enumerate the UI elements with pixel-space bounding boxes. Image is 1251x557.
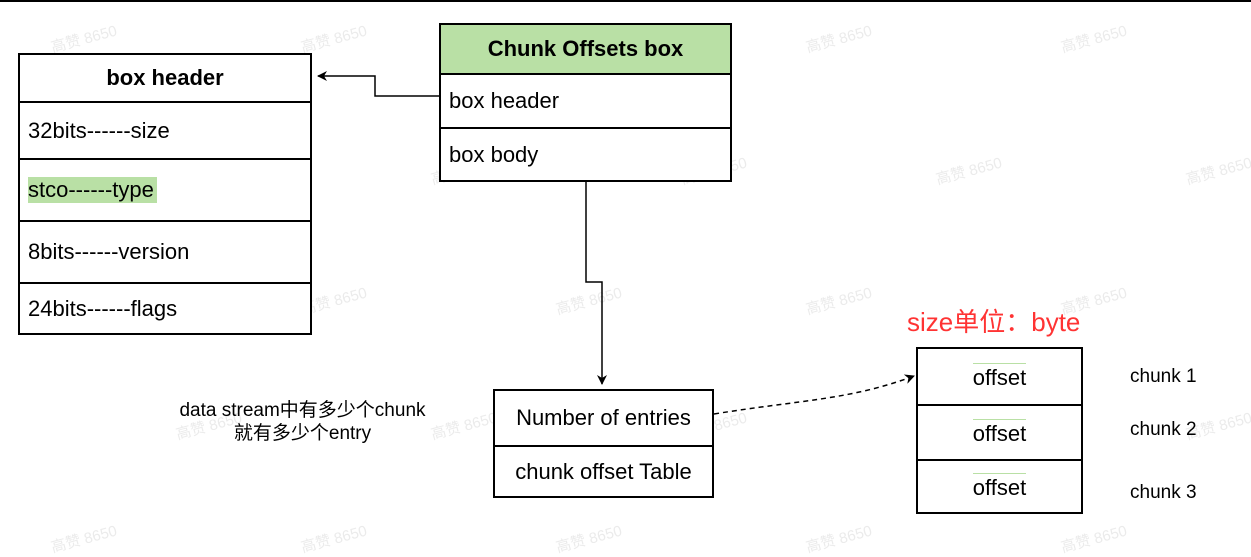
offset-text-3: offset (972, 472, 1027, 500)
offset-row-2: offset (918, 404, 1081, 459)
box-header-title: box header (20, 55, 310, 101)
offset-text-2: offset (972, 418, 1027, 446)
chunk-offsets-box-body-text: box body (449, 141, 539, 167)
chunk-offsets-box-header-row: box header (441, 73, 730, 127)
chunk-offset-table-row: chunk offset Table (495, 445, 712, 496)
chunk-offsets-box-body-row: box body (441, 127, 730, 180)
body-entries-box: Number of entries chunk offset Table (493, 389, 714, 498)
offset-row-3: offset (918, 459, 1081, 512)
offset-row-1: offset (918, 349, 1081, 404)
box-header-size-text: 32bits------size (28, 117, 170, 143)
chunk-offsets-box-header-text: box header (449, 88, 560, 113)
size-unit-label: size单位：byte (907, 307, 1081, 337)
chunk-label-3: chunk 3 (1130, 482, 1197, 503)
chunk-label-1: chunk 1 (1130, 366, 1197, 387)
entry-note-line1: data stream中有多少个chunk (179, 400, 426, 421)
arrow-to-offset-table (713, 374, 915, 415)
chunk-offsets-box: Chunk Offsets box box header box body (439, 23, 732, 182)
offset-text-1: offset (972, 362, 1027, 390)
box-header-flags-text: 24bits------flags (28, 295, 178, 321)
chunk-offsets-box-title-text: Chunk Offsets box (487, 36, 684, 61)
box-header-title-text: box header (106, 65, 224, 90)
chunk-offsets-box-title: Chunk Offsets box (441, 25, 730, 73)
box-header-version-text: 8bits------version (28, 239, 190, 264)
arrow-to-box-header (317, 71, 439, 97)
box-header-row-version: 8bits------version (20, 220, 310, 282)
chunk-offset-table-text: chunk offset Table (515, 458, 692, 484)
arrow-to-body (585, 182, 607, 385)
box-header-table: box header 32bits------size stco------ty… (18, 53, 312, 335)
entry-note-line2: 就有多少个entry (233, 423, 372, 444)
top-border-line (0, 0, 1251, 2)
box-header-row-type: stco------type (20, 158, 310, 220)
box-header-row-flags: 24bits------flags (20, 282, 310, 333)
box-header-row-size: 32bits------size (20, 101, 310, 158)
offset-table: offset offset offset (916, 347, 1083, 514)
number-of-entries-text: Number of entries (516, 405, 691, 430)
box-header-type-text: stco------type (28, 177, 157, 203)
chunk-label-2: chunk 2 (1130, 419, 1197, 440)
entry-note: data stream中有多少个chunk 就有多少个entry (150, 399, 455, 445)
number-of-entries-row: Number of entries (495, 391, 712, 445)
connector-layer (317, 71, 915, 415)
